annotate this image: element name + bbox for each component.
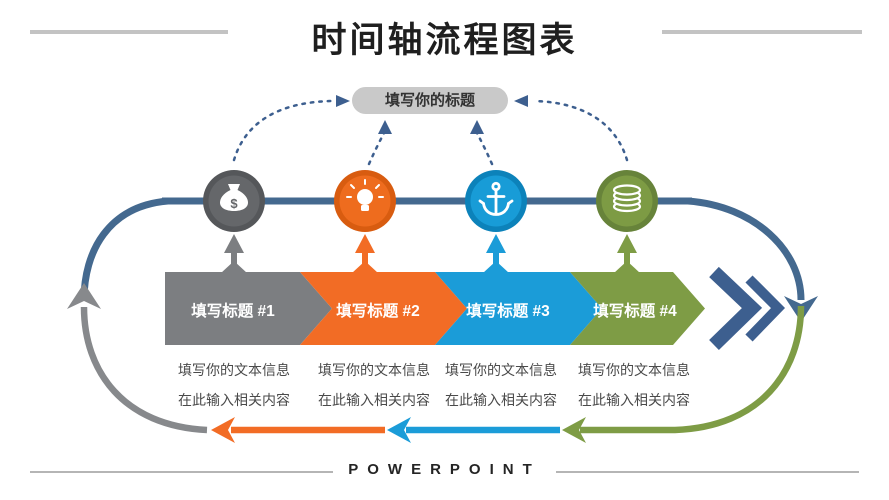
end-chevron-large-icon xyxy=(709,266,763,351)
footer-divider-left xyxy=(30,471,333,473)
svg-text:$: $ xyxy=(230,196,238,211)
title-divider-right xyxy=(662,30,862,34)
connector-arrow-up-left-icon xyxy=(378,120,392,134)
connector-arrow-left-icon xyxy=(514,95,528,107)
step-3-desc-line-2: 在此输入相关内容 xyxy=(445,392,557,408)
up-arrow-step-2-icon xyxy=(355,234,375,274)
loop-arrow-left-orange-icon xyxy=(211,417,235,443)
step-4-desc-line-2: 在此输入相关内容 xyxy=(578,392,690,408)
chevron-step-3 xyxy=(435,272,602,345)
step-3-desc-line-1: 填写你的文本信息 xyxy=(445,362,557,378)
coins-icon xyxy=(596,170,658,232)
connector-arrow-up-right-icon xyxy=(470,120,484,134)
chevron-step-2 xyxy=(300,272,467,345)
loop-arrow-up-icon xyxy=(67,283,101,309)
chevron-banner xyxy=(165,266,786,351)
up-arrow-step-4-icon xyxy=(617,234,637,274)
center-title-pill: 填写你的标题 xyxy=(352,87,508,114)
step-1-description: 填写你的文本信息 在此输入相关内容 xyxy=(178,355,338,415)
loop-arrow-left-blue-icon xyxy=(387,417,411,443)
step-2-label: 填写标题 #2 xyxy=(336,303,420,320)
page-title: 时间轴流程图表 xyxy=(311,21,578,60)
footer-brand: POWERPOINT xyxy=(348,461,541,478)
step-up-arrows xyxy=(221,234,640,274)
step-3-description: 填写你的文本信息 在此输入相关内容 xyxy=(445,355,605,415)
footer-divider-right xyxy=(556,471,859,473)
step-3-label: 填写标题 #3 xyxy=(466,303,550,320)
step-2-desc-line-2: 在此输入相关内容 xyxy=(318,392,430,408)
step-1-label: 填写标题 #1 xyxy=(191,303,275,320)
connector-arrow-right-icon xyxy=(336,95,350,107)
dotted-connector-3 xyxy=(475,131,494,166)
dotted-connector-arrowheads xyxy=(336,95,528,134)
lightbulb-icon xyxy=(334,170,396,232)
step-1-desc-line-2: 在此输入相关内容 xyxy=(178,392,290,408)
dotted-connectors xyxy=(232,99,629,166)
dotted-connector-4 xyxy=(532,99,629,162)
up-arrow-step-1-icon xyxy=(224,234,244,274)
step-1-desc-line-1: 填写你的文本信息 xyxy=(178,362,290,378)
up-arrow-step-3-icon xyxy=(486,234,506,274)
end-chevron-small-icon xyxy=(745,275,786,342)
loop-left-top-curve xyxy=(80,197,169,301)
loop-right-top-curve xyxy=(687,197,805,301)
step-4-description: 填写你的文本信息 在此输入相关内容 xyxy=(578,355,738,415)
anchor-icon xyxy=(465,170,527,232)
dotted-connector-1 xyxy=(232,99,334,162)
title-divider-left xyxy=(30,30,228,34)
chevron-step-1 xyxy=(165,272,332,345)
step-icons: $ xyxy=(203,170,658,232)
step-2-description: 填写你的文本信息 在此输入相关内容 xyxy=(318,355,478,415)
dotted-connector-2 xyxy=(367,131,386,166)
loop-left-bottom-curve xyxy=(80,306,208,434)
step-4-label: 填写标题 #4 xyxy=(593,303,677,320)
loop-right-bottom-curve xyxy=(580,305,805,434)
money-bag-icon: $ xyxy=(203,170,265,232)
step-2-desc-line-1: 填写你的文本信息 xyxy=(318,362,430,378)
loop-arrow-left-green-icon xyxy=(562,417,586,443)
chevron-step-4 xyxy=(570,272,705,345)
step-4-desc-line-1: 填写你的文本信息 xyxy=(578,362,690,378)
